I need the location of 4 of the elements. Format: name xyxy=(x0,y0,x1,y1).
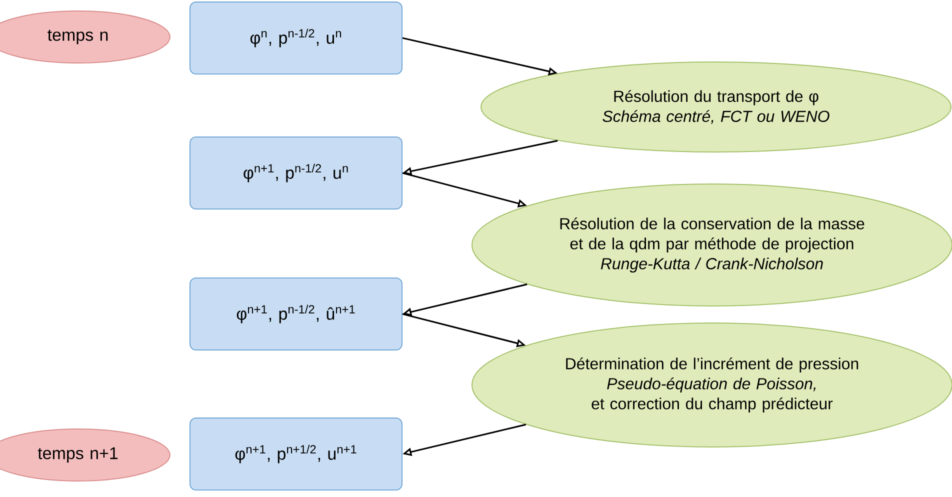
variable-box: φ$^{n+1}$, p$^{n-1/2}$, û$^{n+1}$ xyxy=(190,278,402,350)
variable-box: φ$^{n}$, p$^{n-1/2}$, u$^{n}$ xyxy=(190,2,402,74)
variable-box: φ$^{n+1}$, p$^{n+1/2}$, u$^{n+1}$ xyxy=(190,418,402,490)
variable-box: φ$^{n+1}$, p$^{n-1/2}$, u$^{n}$ xyxy=(190,136,402,210)
